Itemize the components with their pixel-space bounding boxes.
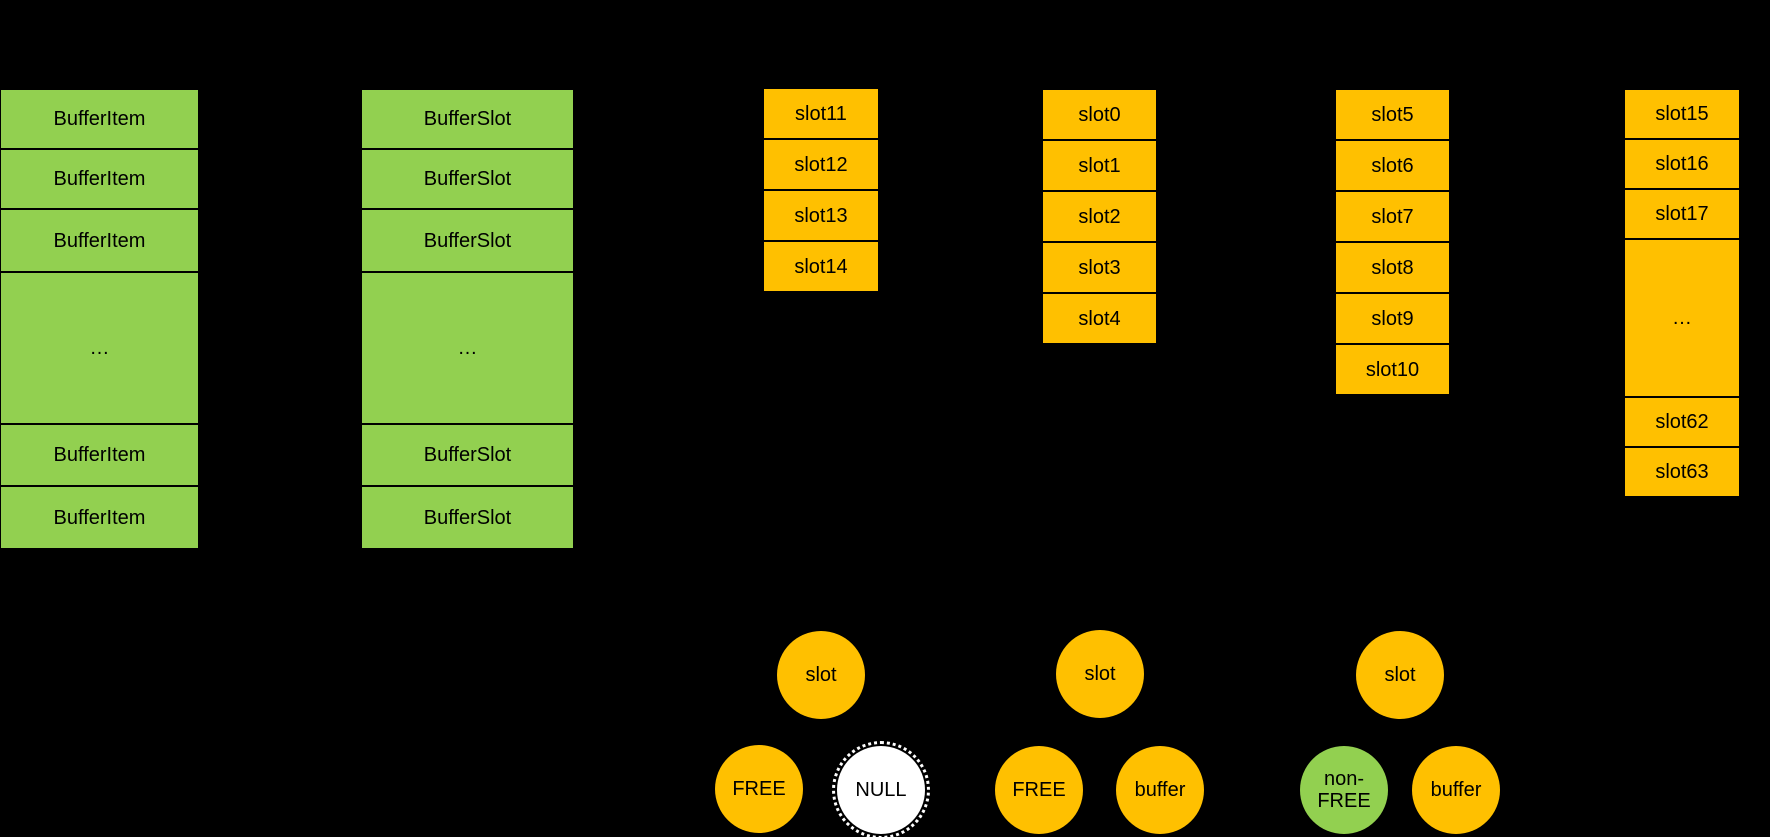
slot-column-5-10: slot5 slot6 slot7 slot8 slot9 slot10 xyxy=(1336,90,1449,394)
stack-cell-label: … xyxy=(1672,307,1692,329)
stack-cell-ellipsis: … xyxy=(1,273,198,423)
stack-cell-label: slot0 xyxy=(1078,103,1121,126)
stack-cell-slot13: slot13 xyxy=(764,191,878,240)
stack-cell-slot7: slot7 xyxy=(1336,192,1449,241)
circle-label-line: buffer xyxy=(1134,779,1186,801)
circle-label-line: slot xyxy=(805,664,837,686)
stack-cell-label: slot12 xyxy=(794,153,848,176)
slot-column-11-14: slot11 slot12 slot13 slot14 xyxy=(764,89,878,291)
stack-cell-bufferslot: BufferSlot xyxy=(362,150,573,208)
stack-cell-label: slot62 xyxy=(1655,411,1709,433)
stack-cell-slot16: slot16 xyxy=(1625,140,1739,188)
stack-cell-label: slot1 xyxy=(1078,154,1121,177)
stack-cell-label: BufferSlot xyxy=(423,168,512,190)
stack-cell-label: BufferSlot xyxy=(423,108,512,130)
stack-cell-bufferslot: BufferSlot xyxy=(362,487,573,548)
circle-label-line: FREE xyxy=(732,778,786,800)
stack-cell-label: slot7 xyxy=(1371,205,1414,228)
stack-cell-bufferslot: BufferSlot xyxy=(362,425,573,485)
slot-column-15-63: slot15 slot16 slot17 … slot62 slot63 xyxy=(1625,90,1739,496)
stack-cell-label: slot11 xyxy=(795,102,847,125)
stack-cell-label: BufferItem xyxy=(53,108,146,130)
stack-cell-label: BufferItem xyxy=(53,168,146,190)
free-circle: FREE xyxy=(715,745,803,833)
stack-cell-label: slot8 xyxy=(1371,256,1414,279)
stack-cell-label: slot14 xyxy=(794,255,848,278)
stack-cell-label: slot15 xyxy=(1655,103,1709,125)
stack-cell-label: slot13 xyxy=(794,204,848,227)
stack-cell-slot5: slot5 xyxy=(1336,90,1449,139)
stack-cell-bufferslot: BufferSlot xyxy=(362,90,573,148)
stack-cell-label: BufferSlot xyxy=(423,444,512,466)
circle-label-line: slot xyxy=(1384,664,1416,686)
stack-cell-label: BufferItem xyxy=(53,444,146,466)
circle-label-line: slot xyxy=(1084,663,1116,685)
stack-cell-slot1: slot1 xyxy=(1043,141,1156,190)
slot-circle: slot xyxy=(1356,631,1444,719)
stack-cell-label: BufferItem xyxy=(53,506,146,529)
stack-cell-label: … xyxy=(89,337,110,359)
circle-label-line: FREE xyxy=(1012,779,1066,801)
stack-cell-slot10: slot10 xyxy=(1336,345,1449,394)
stack-cell-label: BufferItem xyxy=(53,229,146,252)
stack-cell-label: slot16 xyxy=(1655,153,1709,175)
stack-cell-bufferslot: BufferSlot xyxy=(362,210,573,271)
stack-cell-bufferitem: BufferItem xyxy=(1,90,198,148)
stack-cell-slot62: slot62 xyxy=(1625,398,1739,446)
stack-cell-slot8: slot8 xyxy=(1336,243,1449,292)
free-circle: FREE xyxy=(995,746,1083,834)
stack-cell-slot63: slot63 xyxy=(1625,448,1739,496)
stack-cell-slot14: slot14 xyxy=(764,242,878,291)
stack-cell-label: slot17 xyxy=(1655,203,1709,225)
stack-cell-label: slot63 xyxy=(1655,461,1709,483)
circle-label-line: FREE xyxy=(1317,790,1371,812)
stack-cell-slot9: slot9 xyxy=(1336,294,1449,343)
stack-cell-label: slot6 xyxy=(1371,154,1414,177)
stack-cell-bufferitem: BufferItem xyxy=(1,210,198,271)
stack-cell-label: slot3 xyxy=(1078,256,1121,279)
stack-cell-label: slot4 xyxy=(1078,307,1121,330)
slot-circle: slot xyxy=(777,631,865,719)
stack-cell-label: slot2 xyxy=(1078,205,1121,228)
stack-cell-bufferitem: BufferItem xyxy=(1,150,198,208)
stack-cell-slot15: slot15 xyxy=(1625,90,1739,138)
stack-cell-slot11: slot11 xyxy=(764,89,878,138)
stack-cell-bufferitem: BufferItem xyxy=(1,425,198,485)
slot-circle: slot xyxy=(1056,630,1144,718)
circle-label-line: NULL xyxy=(855,779,907,801)
stack-cell-slot6: slot6 xyxy=(1336,141,1449,190)
stack-cell-label: slot10 xyxy=(1365,358,1420,381)
stack-cell-slot3: slot3 xyxy=(1043,243,1156,292)
stack-cell-label: slot9 xyxy=(1371,307,1414,330)
stack-cell-slot4: slot4 xyxy=(1043,294,1156,343)
stack-cell-ellipsis: … xyxy=(362,273,573,423)
stack-cell-slot17: slot17 xyxy=(1625,190,1739,238)
stack-cell-slot0: slot0 xyxy=(1043,90,1156,139)
slot-column-0-4: slot0 slot1 slot2 slot3 slot4 xyxy=(1043,90,1156,343)
circle-label-line: non- xyxy=(1323,768,1365,790)
stack-cell-slot12: slot12 xyxy=(764,140,878,189)
stack-cell-label: slot5 xyxy=(1371,103,1414,126)
circle-label-line: buffer xyxy=(1430,779,1482,801)
stack-cell-ellipsis: … xyxy=(1625,240,1739,396)
stack-cell-label: BufferSlot xyxy=(423,229,512,252)
stack-cell-bufferitem: BufferItem xyxy=(1,487,198,548)
stack-cell-slot2: slot2 xyxy=(1043,192,1156,241)
null-circle: NULL xyxy=(832,741,930,837)
buffer-circle: buffer xyxy=(1116,746,1204,834)
non-free-circle: non-FREE xyxy=(1300,746,1388,834)
stack-cell-label: … xyxy=(457,337,478,359)
buffer-circle: buffer xyxy=(1412,746,1500,834)
stack-cell-label: BufferSlot xyxy=(423,506,512,529)
